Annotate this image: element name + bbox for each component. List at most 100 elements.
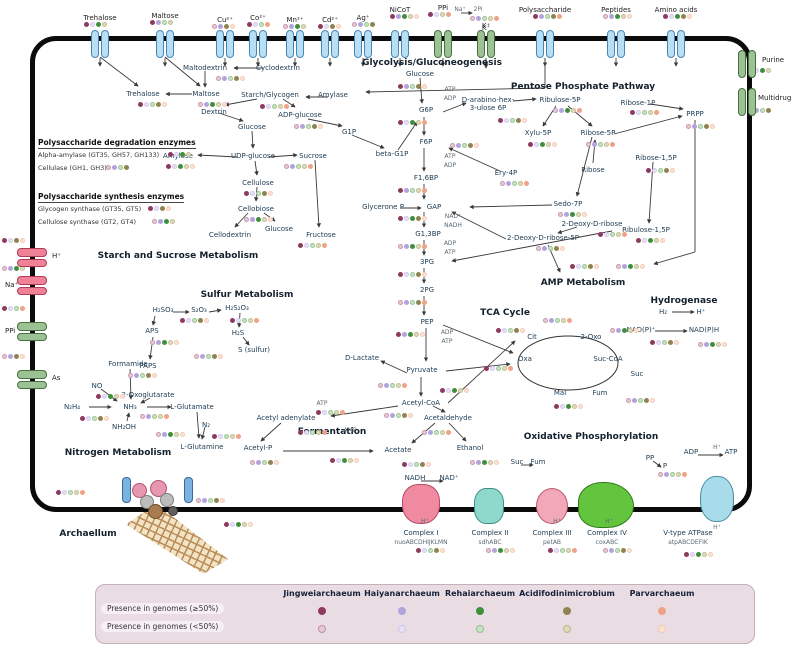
presence-dot-haiyanarchaeum [144,102,149,107]
presence-dot-jingweiarchaeum [486,548,491,553]
presence-dot-jingweiarchaeum [384,413,389,418]
metabolite-label-ribose-1p: Ribose-1P [620,99,656,107]
presence-dot-jingweiarchaeum [500,181,505,186]
transporter-icon-maltose [156,30,174,58]
cell-membrane [30,36,752,512]
presence-dot-haiyanarchaeum [8,354,13,359]
presence-dot-haiyanarchaeum [616,328,621,333]
presence-dots [247,22,270,27]
presence-dot-jingweiarchaeum [247,22,252,27]
presence-dot-haiyanarchaeum [404,272,409,277]
presence-dots [2,306,25,311]
cofactor-label-atp: ATP [441,338,453,345]
presence-dots [610,328,639,333]
presence-dots [536,246,565,251]
presence-dots [548,548,577,553]
presence-dots [398,188,427,193]
presence-dot-parvarchaeum [422,244,427,249]
metabolite-label-xylu-5p: Xylu-5P [524,129,552,137]
presence-dot-haiyanarchaeum [162,432,167,437]
presence-dot-acidifodinimicrobium [416,120,421,125]
legend-taxon-haiyanarchaeum: Haiyanarchaeum [364,589,440,598]
presence-dot-jingweiarchaeum [533,14,538,19]
presence-dot-acidifodinimicrobium [416,272,421,277]
presence-dot-haiyanarchaeum [336,458,341,463]
metabolite-label-2-deoxy-d-ribose-5p: 2-Deoxy-D-ribose-5P [506,234,580,242]
presence-dots [603,548,632,553]
presence-dot-acidifodinimicrobium [278,104,283,109]
legend-taxon-jingweiarchaeum: Jingweiarchaeum [283,589,361,598]
presence-dot-rehaiarchaeum [310,430,315,435]
presence-dot-parvarchaeum [180,432,185,437]
cofactor-label-coxabc: coxABC [595,539,619,546]
presence-dot-jingweiarchaeum [84,22,89,27]
presence-dot-haiyanarchaeum [476,16,481,21]
pathway-title-hydrogenase: Hydrogenase [650,296,718,306]
metabolite-label-l-glutamine: L-Glutamine [180,443,224,451]
presence-dot-parvarchaeum [104,416,109,421]
metabolite-label-complex-iii: Complex III [532,529,572,537]
presence-dot-jingweiarchaeum [352,22,357,27]
presence-dot-jingweiarchaeum [470,460,475,465]
presence-dot-jingweiarchaeum [536,246,541,251]
presence-dot-jingweiarchaeum [150,20,155,25]
presence-dots [194,354,223,359]
presence-dot-haiyanarchaeum [592,142,597,147]
archaellum-filament [126,512,228,574]
legend-dot-high-rehaiarchaeum [476,607,484,615]
archaellum-anchor-icon [122,477,131,503]
presence-dot-acidifodinimicrobium [502,366,507,371]
presence-dot-jingweiarchaeum [548,548,553,553]
presence-dot-rehaiarchaeum [648,238,653,243]
presence-dot-rehaiarchaeum [410,84,415,89]
metabolite-label-formamide: Formamide [108,360,148,368]
pathway-title-oxidative-phosphorylation: Oxidative Phosphorylation [523,432,659,442]
presence-dot-acidifodinimicrobium [621,548,626,553]
presence-dot-haiyanarchaeum [186,318,191,323]
presence-dot-haiyanarchaeum [404,84,409,89]
cofactor-label-nadh: NADH [444,222,462,229]
presence-dots [636,238,665,243]
presence-dot-parvarchaeum [654,110,659,115]
presence-dot-acidifodinimicrobium [302,164,307,169]
presence-dot-parvarchaeum [204,318,209,323]
presence-dot-acidifodinimicrobium [98,416,103,421]
presence-dots [80,416,109,421]
presence-dot-rehaiarchaeum [178,164,183,169]
metabolite-label-nh-oh: NH₂OH [111,423,137,431]
metabolite-label-2-oxoglutarate: 2-Oxoglutarate [121,391,175,399]
presence-dot-rehaiarchaeum [162,340,167,345]
metabolite-label-suc: Suc [630,370,644,378]
archaellum-motor-icon [148,504,163,519]
presence-dot-parvarchaeum [420,332,425,337]
presence-dot-parvarchaeum [240,76,245,81]
presence-dot-jingweiarchaeum [398,272,403,277]
presence-dot-parvarchaeum [322,243,327,248]
presence-dot-haiyanarchaeum [154,206,159,211]
presence-dot-acidifodinimicrobium [416,188,421,193]
presence-dots [330,458,359,463]
presence-dot-rehaiarchaeum [236,522,241,527]
presence-dot-jingweiarchaeum [663,14,668,19]
presence-dot-acidifodinimicrobium [146,373,151,378]
metabolite-label-acetyl-coa: Acetyl-CoA [401,399,441,407]
presence-dot-jingweiarchaeum [626,398,631,403]
legend-dot-low-rehaiarchaeum [476,625,484,633]
presence-dot-rehaiarchaeum [452,388,457,393]
pathway-title-fermentation: Fermentation [297,427,367,437]
presence-dot-jingweiarchaeum [260,104,265,109]
presence-dot-parvarchaeum [567,318,572,323]
metabolite-label-ethanol: Ethanol [456,444,484,452]
presence-dots [528,142,557,147]
presence-dot-jingweiarchaeum [586,142,591,147]
metabolite-label-cellodextrin: Cellodextrin [208,231,252,239]
presence-dot-jingweiarchaeum [250,460,255,465]
presence-dot-rehaiarchaeum [96,22,101,27]
presence-dot-acidifodinimicrobium [330,24,335,29]
presence-dot-rehaiarchaeum [364,22,369,27]
presence-dot-rehaiarchaeum [642,110,647,115]
presence-dot-acidifodinimicrobium [160,206,165,211]
presence-dot-acidifodinimicrobium [301,24,306,29]
metabolite-label-glucose: Glucose [238,123,266,131]
